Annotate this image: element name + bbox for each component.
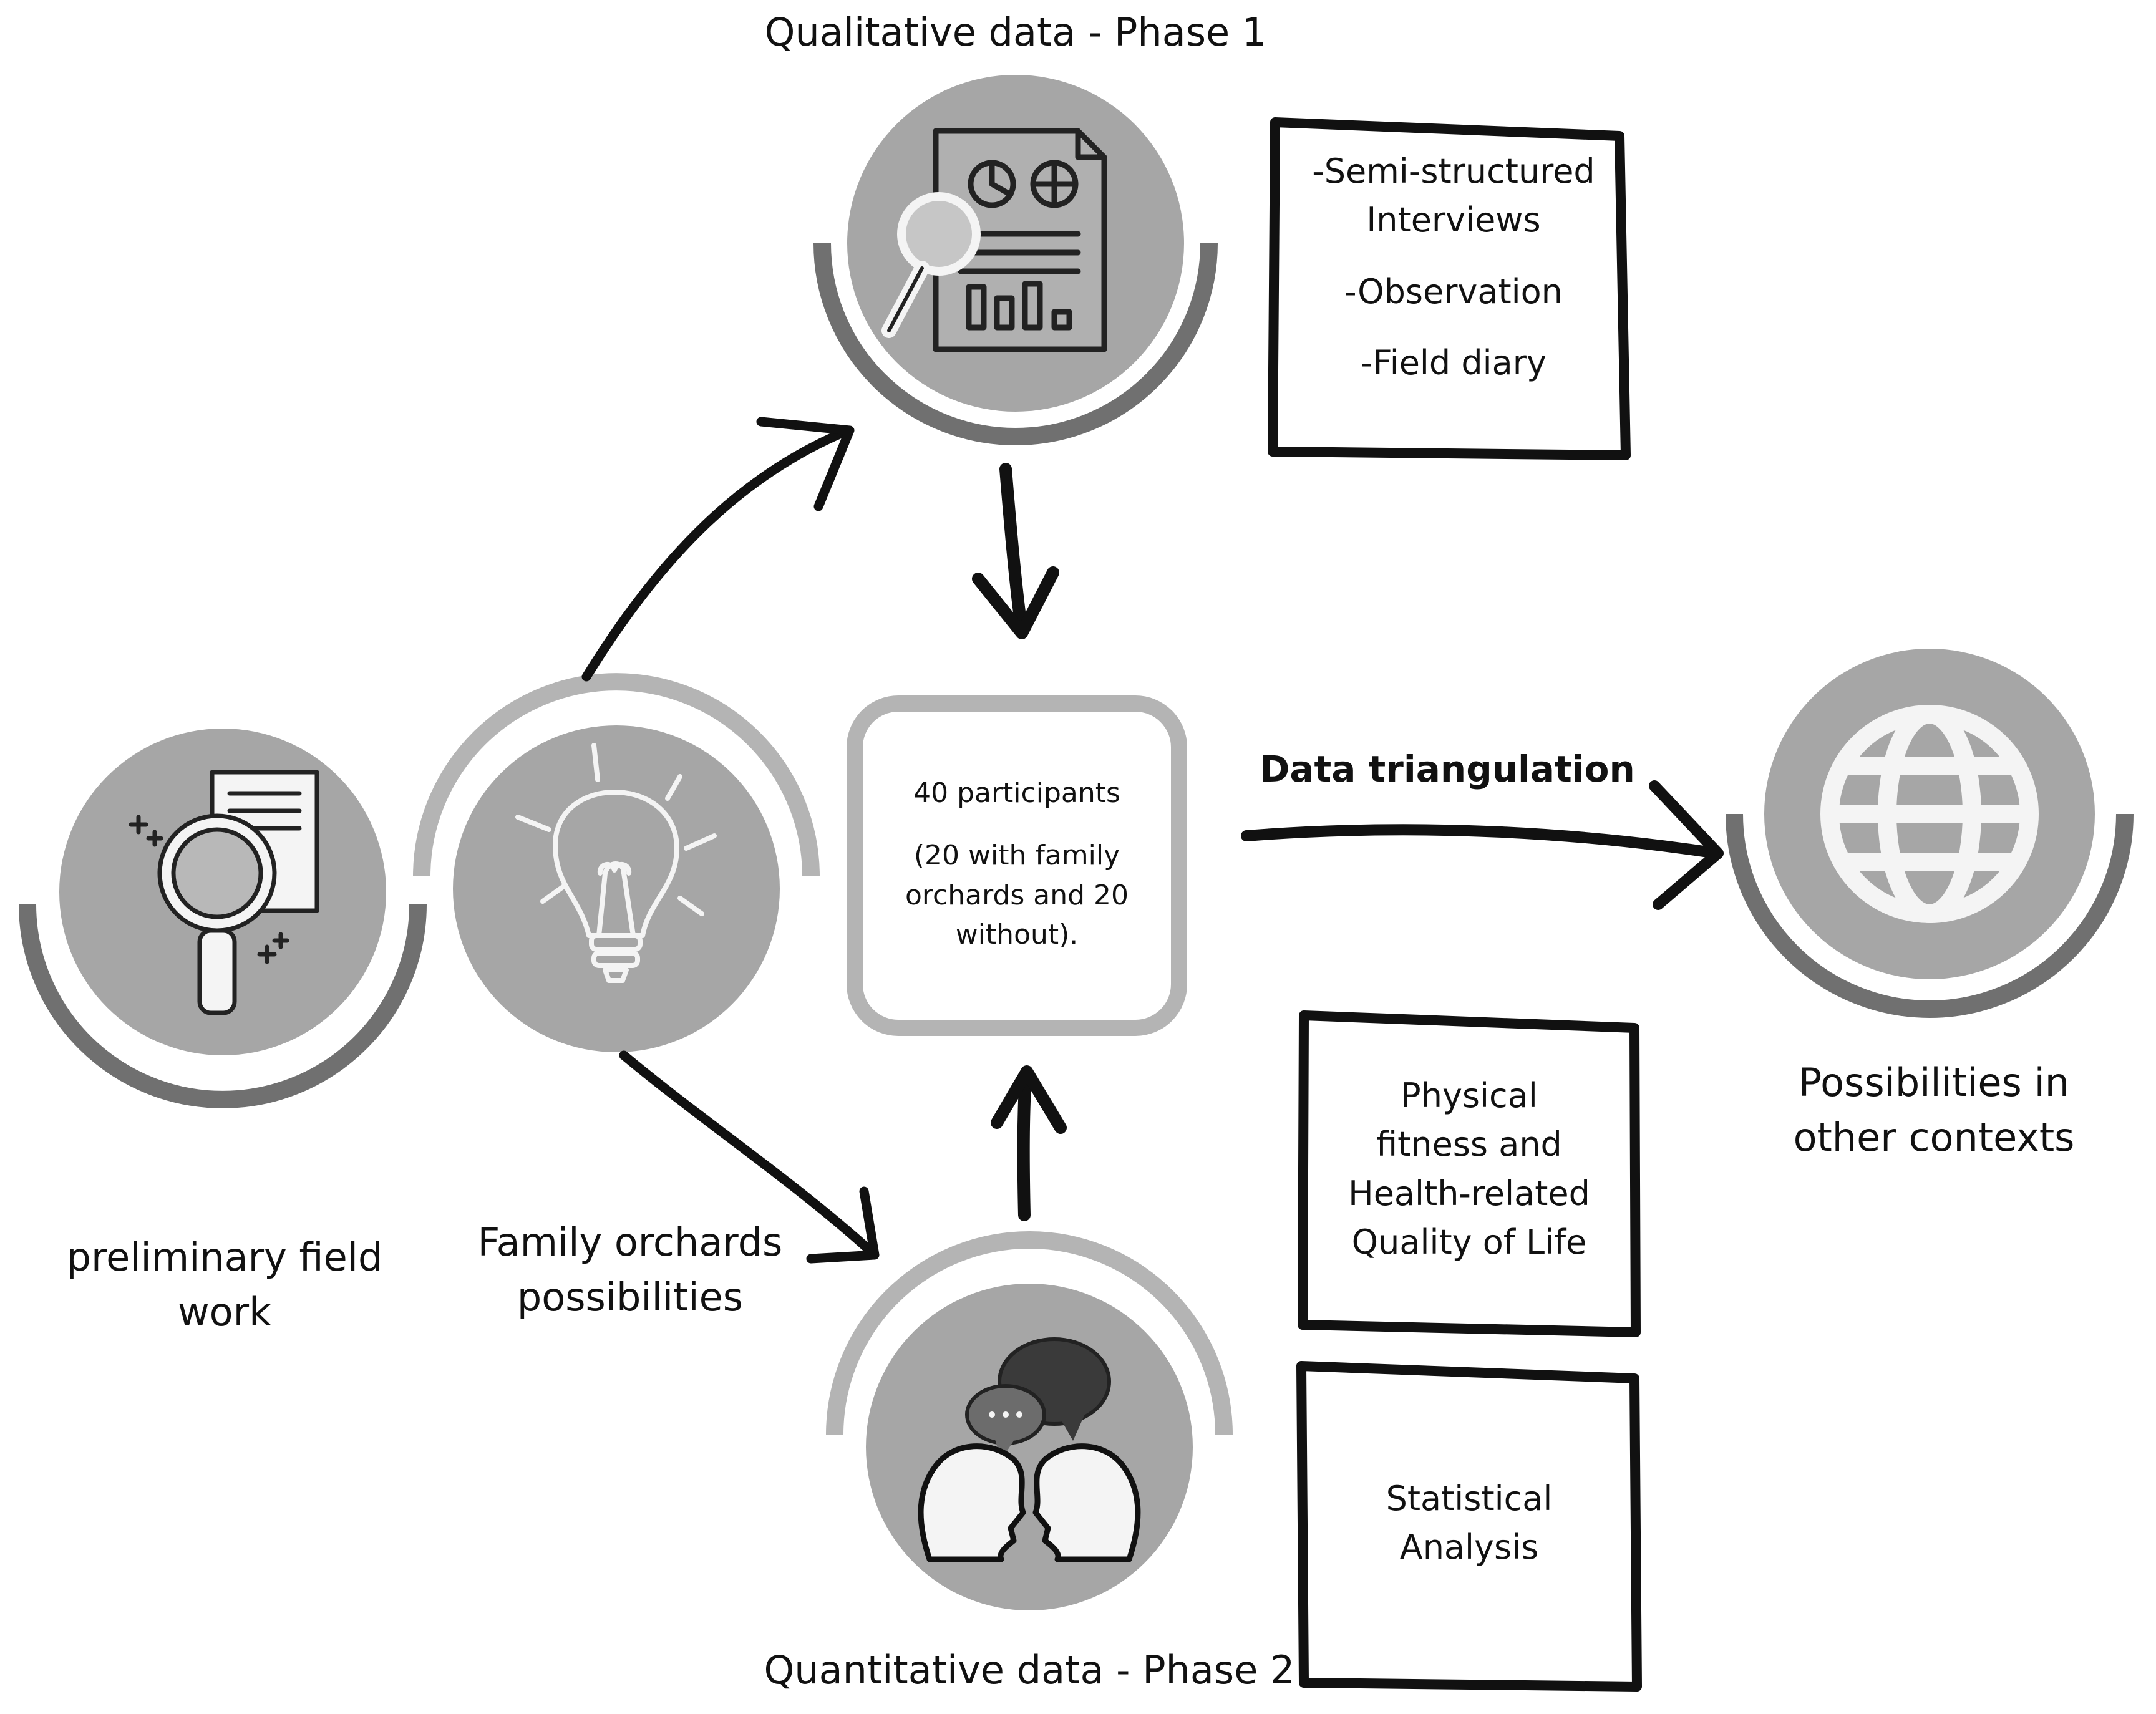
orchards-line: Family orchards [477,1219,783,1265]
contexts-line: other contexts [1793,1115,2075,1161]
arrow-orchards-to-phase2-head [806,1186,880,1264]
arrow-phase1-to-center [999,463,1028,637]
arrow-phase2-to-center [1017,1068,1032,1221]
measure-item: Quality of Life [1351,1222,1587,1262]
orchards-line: possibilities [517,1274,744,1320]
method-item: -Semi-structured [1312,152,1595,191]
conversation-heads-icon [918,1337,1141,1562]
phase1-arc [813,243,1218,445]
fieldwork-arc [19,904,427,1108]
analysis-list: Statistical Analysis [1304,1474,1634,1572]
participants-detail: (20 with family [913,839,1120,871]
participants-detail: orchards and 20 [905,879,1129,911]
phase1-title: Qualitative data - Phase 1 [764,9,1267,55]
contexts-arc [1726,813,2134,1018]
orchards-node [413,673,820,1052]
measures-list: Physical fitness and Health-related Qual… [1304,1072,1634,1267]
contexts-node [1726,649,2134,1018]
arrow-phase2-to-center-head [991,1065,1067,1134]
orchards-circle [453,725,780,1052]
arrow-triangulation-head [1649,780,1724,910]
phase2-circle [866,1284,1193,1610]
arrow-orchards-to-phase1-head [756,417,855,511]
measure-item: fitness and [1376,1125,1562,1164]
phase2-title: Quantitative data - Phase 2 [764,1647,1295,1693]
orchards-label: Family orchards possibilities [437,1215,823,1325]
measure-item: Health-related [1348,1173,1590,1213]
fieldwork-line: preliminary field [66,1234,383,1280]
arrow-orchards-to-phase2 [619,1050,878,1259]
fieldwork-line: work [177,1289,272,1335]
document-magnifier-icon [129,770,319,1015]
participants-box [847,695,1187,1036]
fieldwork-node [19,729,427,1108]
measure-item: Physical [1401,1076,1538,1115]
orchards-arc [413,673,820,877]
globe-icon [1820,705,2039,923]
analysis-item: Statistical [1386,1479,1553,1518]
contexts-line: Possibilities in [1798,1060,2070,1105]
arrow-orchards-to-phase1 [581,425,853,682]
method-item: -Field diary [1361,342,1547,382]
contexts-label: Possibilities in other contexts [1759,1055,2109,1165]
arrow-triangulation [1241,824,1722,859]
fieldwork-label: preliminary field work [25,1230,424,1340]
measures-box [1298,1010,1641,1337]
method-item: -Observation [1344,271,1563,311]
phase2-node [826,1231,1233,1610]
analysis-box [1296,1361,1642,1692]
methods-list: -Semi-structured Interviews -Observation… [1273,147,1634,387]
participants-count: 40 participants [913,777,1120,809]
methods-box [1268,117,1631,460]
arrow-phase1-to-center-head [972,566,1059,639]
phase1-node [813,75,1218,445]
method-item: Interviews [1366,200,1541,240]
triangulation-label: Data triangulation [1260,748,1635,790]
participants-text: 40 participants (20 with family orchards… [861,773,1173,955]
phase2-arc [826,1231,1233,1435]
analysis-item: Analysis [1399,1528,1539,1567]
participants-detail: without). [955,919,1079,951]
lightbulb-icon [515,743,717,983]
report-magnifier-icon [881,128,1107,352]
